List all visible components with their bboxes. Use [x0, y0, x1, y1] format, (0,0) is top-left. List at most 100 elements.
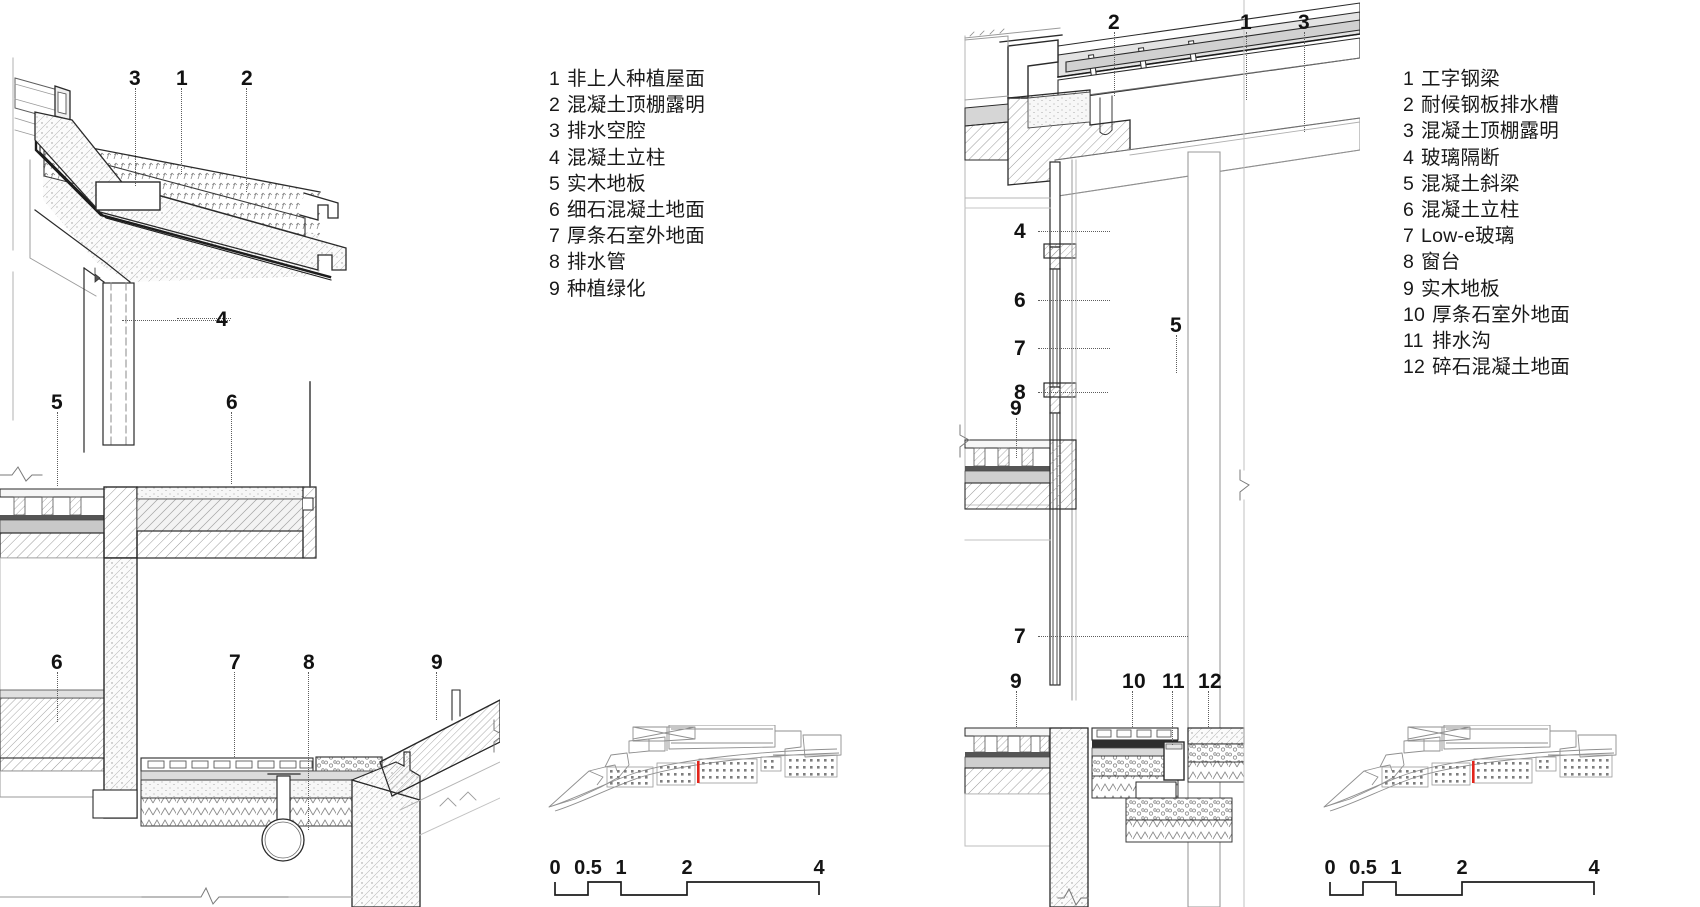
- key-plan-section-marker: [1472, 761, 1475, 783]
- leader-left-1: [181, 88, 182, 174]
- legend-item-label: 种植绿化: [567, 277, 646, 300]
- scale-tick: 1: [615, 857, 627, 879]
- legend-item-label: 混凝土立柱: [1421, 199, 1520, 222]
- legend-item-label: 混凝土立柱: [567, 146, 666, 169]
- legend-item: 5 混凝土斜梁: [1403, 171, 1570, 197]
- leader-right-11: [1172, 691, 1173, 745]
- legend-item-label: 窗台: [1421, 251, 1461, 274]
- callout-left-6b: 6: [51, 651, 63, 674]
- legend-item-number: 12: [1403, 356, 1426, 379]
- leader-right-6: [1038, 300, 1110, 301]
- leader-right-5: [1176, 335, 1177, 373]
- callout-left-3: 3: [129, 67, 141, 90]
- leader-right-9b: [1016, 691, 1017, 727]
- callout-left-7: 7: [229, 651, 241, 674]
- callout-right-12: 12: [1198, 670, 1222, 693]
- leader-right-9a: [1016, 418, 1017, 458]
- legend-item-label: 厚条石室外地面: [1432, 303, 1570, 326]
- legend-item-number: 7: [549, 225, 561, 248]
- scale-tick: 0.5: [574, 857, 602, 879]
- leader-left-3: [135, 88, 136, 186]
- legend-item-number: 11: [1403, 330, 1424, 353]
- legend-item-number: 4: [1403, 146, 1415, 169]
- legend-item-label: 玻璃隔断: [1421, 146, 1500, 169]
- leader-right-12: [1208, 691, 1209, 727]
- legend-item-number: 8: [1403, 251, 1415, 274]
- legend-item: 5 实木地板: [549, 171, 705, 197]
- section-detail-right-drawing: [940, 0, 1360, 907]
- legend-item: 4 玻璃隔断: [1403, 145, 1570, 171]
- scale-tick: 0: [1324, 857, 1336, 879]
- legend-item: 8 窗台: [1403, 249, 1570, 275]
- leader-left-8: [308, 672, 309, 830]
- callout-right-1: 1: [1240, 11, 1252, 34]
- callout-right-5: 5: [1170, 314, 1182, 337]
- legend-item-number: 9: [549, 277, 561, 300]
- legend-item: 1 工字钢梁: [1403, 66, 1570, 92]
- legend-item-label: Low-e玻璃: [1421, 225, 1515, 248]
- legend-item-label: 实木地板: [1421, 277, 1500, 300]
- callout-right-11: 11: [1162, 670, 1185, 693]
- legend-item: 9 实木地板: [1403, 276, 1570, 302]
- legend-item-label: 厚条石室外地面: [567, 225, 705, 248]
- leader-left-5: [57, 412, 58, 486]
- legend-item-label: 排水沟: [1432, 330, 1492, 353]
- callout-right-4: 4: [1014, 220, 1026, 243]
- legend-item-number: 5: [549, 172, 561, 195]
- scale-tick: 2: [1456, 857, 1468, 879]
- legend-item-number: 4: [549, 146, 561, 169]
- legend-item-number: 5: [1403, 172, 1415, 195]
- key-plan-section-marker: [697, 761, 700, 783]
- legend-item-number: 8: [549, 251, 561, 274]
- leader-left-9: [436, 672, 437, 720]
- leader-left-4-h: [122, 320, 230, 321]
- legend-item-number: 1: [1403, 68, 1415, 90]
- callout-right-9b: 9: [1010, 670, 1022, 693]
- legend-item-number: 3: [549, 120, 561, 143]
- scale-bar-left: 0 0.5 1 2 4: [548, 857, 848, 899]
- scale-tick: 1: [1390, 857, 1402, 879]
- leader-right-2: [1114, 32, 1115, 96]
- callout-right-3: 3: [1298, 11, 1310, 34]
- leader-left-6b: [57, 672, 58, 722]
- leader-left-7: [234, 672, 235, 757]
- callout-left-5: 5: [51, 391, 63, 414]
- callout-right-10: 10: [1122, 670, 1146, 693]
- legend-item-label: 工字钢梁: [1421, 68, 1500, 90]
- leader-left-6a: [231, 412, 232, 484]
- leader-right-3: [1304, 32, 1305, 132]
- legend-item-number: 3: [1403, 120, 1415, 143]
- legend-item-label: 碎石混凝土地面: [1432, 356, 1570, 379]
- scale-tick: 2: [681, 857, 693, 879]
- legend-item: 9 种植绿化: [549, 276, 705, 302]
- callout-right-6: 6: [1014, 289, 1026, 312]
- legend-item-number: 9: [1403, 277, 1415, 300]
- key-plan-left: [545, 725, 845, 815]
- scale-tick: 0: [549, 857, 561, 879]
- callout-left-8: 8: [303, 651, 315, 674]
- legend-item-label: 细石混凝土地面: [567, 199, 705, 222]
- callout-right-2: 2: [1108, 11, 1120, 34]
- callout-left-4: 4: [216, 308, 228, 331]
- callout-left-6a: 6: [226, 391, 238, 414]
- callout-right-7a: 7: [1014, 337, 1026, 360]
- legend-item-label: 混凝土顶棚露明: [567, 94, 705, 117]
- legend-item: 4 混凝土立柱: [549, 145, 705, 171]
- callout-left-2: 2: [241, 67, 253, 90]
- callout-right-7b: 7: [1014, 625, 1026, 648]
- legend-item-number: 2: [549, 94, 561, 117]
- legend-item-label: 实木地板: [567, 172, 646, 195]
- legend-item-label: 混凝土斜梁: [1421, 172, 1520, 195]
- scale-tick: 0.5: [1349, 857, 1377, 879]
- callout-left-1: 1: [176, 67, 188, 90]
- scale-bar-right: 0 0.5 1 2 4: [1323, 857, 1623, 899]
- callout-right-9a: 9: [1010, 397, 1022, 420]
